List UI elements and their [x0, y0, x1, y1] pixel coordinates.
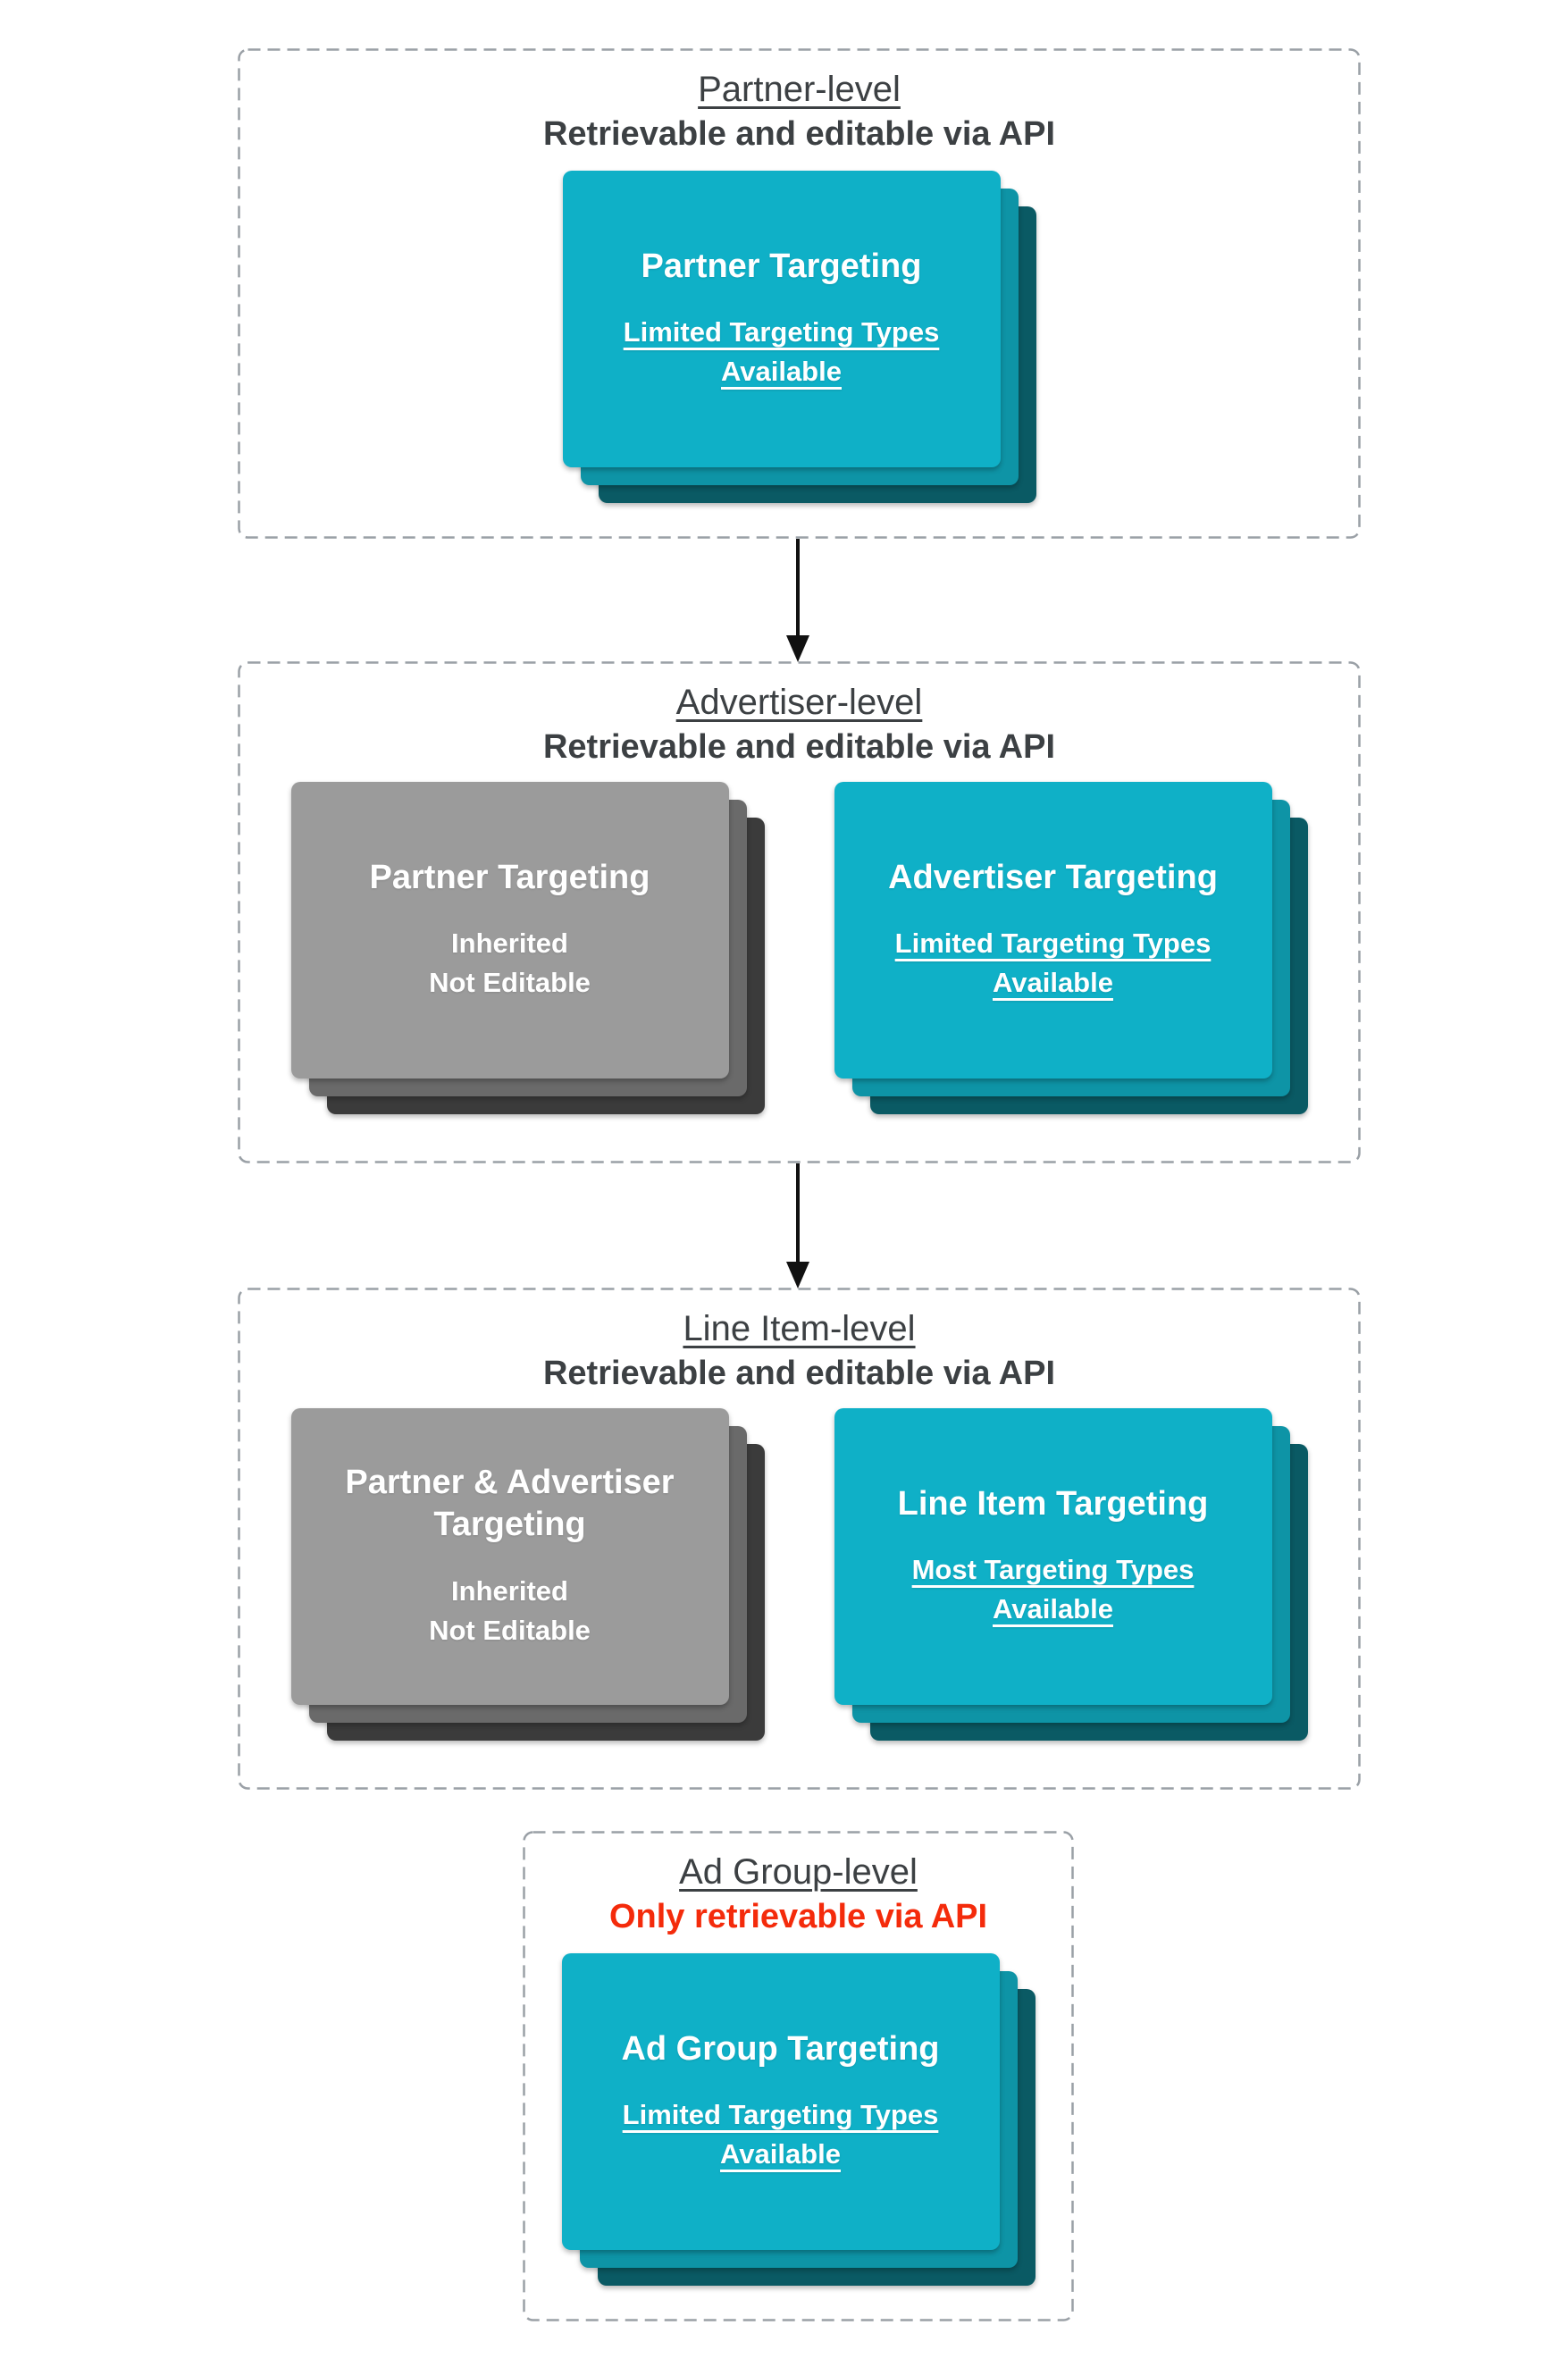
ad-group-targeting-card: Ad Group Targeting Limited Targeting Typ… — [561, 1952, 1036, 2286]
card-face: Partner & Advertiser Targeting Inherited… — [290, 1407, 729, 1705]
level-title: Advertiser-level — [675, 683, 923, 722]
card-note: Limited Targeting Types Available — [894, 927, 1212, 999]
card-title: Partner Targeting — [641, 247, 922, 285]
card-title: Partner & Advertiser Targeting — [345, 1463, 675, 1544]
partner-targeting-card: Partner Targeting Limited Targeting Type… — [562, 170, 1036, 503]
arrow-down-icon — [786, 539, 809, 662]
card-face: Advertiser Targeting Limited Targeting T… — [834, 781, 1272, 1079]
card-title: Partner Targeting — [369, 858, 650, 896]
advertiser-targeting-card: Advertiser Targeting Limited Targeting T… — [834, 781, 1308, 1114]
cards-row: Partner Targeting Inherited Not Editable… — [290, 781, 1308, 1114]
card-note: Limited Targeting Types Available — [622, 2099, 939, 2170]
level-subtitle: Retrievable and editable via API — [542, 1355, 1056, 1392]
ad-group-level-box: Ad Group-level Only retrievable via API … — [523, 1831, 1074, 2321]
card-note: Limited Targeting Types Available — [623, 316, 940, 388]
line-item-targeting-card: Line Item Targeting Most Targeting Types… — [834, 1407, 1308, 1741]
arrow-down-icon — [786, 1163, 809, 1288]
card-note: Inherited Not Editable — [429, 924, 591, 1003]
inherited-partner-targeting-card: Partner Targeting Inherited Not Editable — [290, 781, 765, 1114]
card-note: Inherited Not Editable — [429, 1572, 591, 1650]
card-title: Ad Group Targeting — [621, 2029, 940, 2068]
cards-row: Partner & Advertiser Targeting Inherited… — [290, 1407, 1308, 1741]
card-note-line: Not Editable — [429, 967, 591, 999]
line-item-level-box: Line Item-level Retrievable and editable… — [238, 1288, 1361, 1790]
card-title: Line Item Targeting — [897, 1484, 1209, 1523]
card-face: Partner Targeting Limited Targeting Type… — [562, 170, 1001, 467]
card-note-line: Inherited — [451, 927, 568, 960]
advertiser-level-box: Advertiser-level Retrievable and editabl… — [238, 661, 1361, 1163]
level-subtitle: Retrievable and editable via API — [542, 115, 1056, 153]
card-face: Line Item Targeting Most Targeting Types… — [834, 1407, 1272, 1705]
level-title: Line Item-level — [683, 1309, 916, 1348]
partner-level-box: Partner-level Retrievable and editable v… — [238, 48, 1361, 539]
card-note-line: Not Editable — [429, 1615, 591, 1646]
level-subtitle: Retrievable and editable via API — [542, 728, 1056, 766]
cards-row: Partner Targeting Limited Targeting Type… — [562, 170, 1036, 503]
card-face: Partner Targeting Inherited Not Editable — [290, 781, 729, 1079]
level-title: Partner-level — [698, 70, 901, 109]
level-title: Ad Group-level — [679, 1852, 918, 1892]
card-note-line: Inherited — [451, 1574, 568, 1607]
cards-row: Ad Group Targeting Limited Targeting Typ… — [561, 1952, 1036, 2286]
level-subtitle: Only retrievable via API — [608, 1898, 988, 1935]
card-face: Ad Group Targeting Limited Targeting Typ… — [561, 1952, 1000, 2250]
card-title: Advertiser Targeting — [888, 858, 1218, 896]
inherited-partner-advertiser-targeting-card: Partner & Advertiser Targeting Inherited… — [290, 1407, 765, 1741]
card-note: Most Targeting Types Available — [911, 1554, 1195, 1625]
